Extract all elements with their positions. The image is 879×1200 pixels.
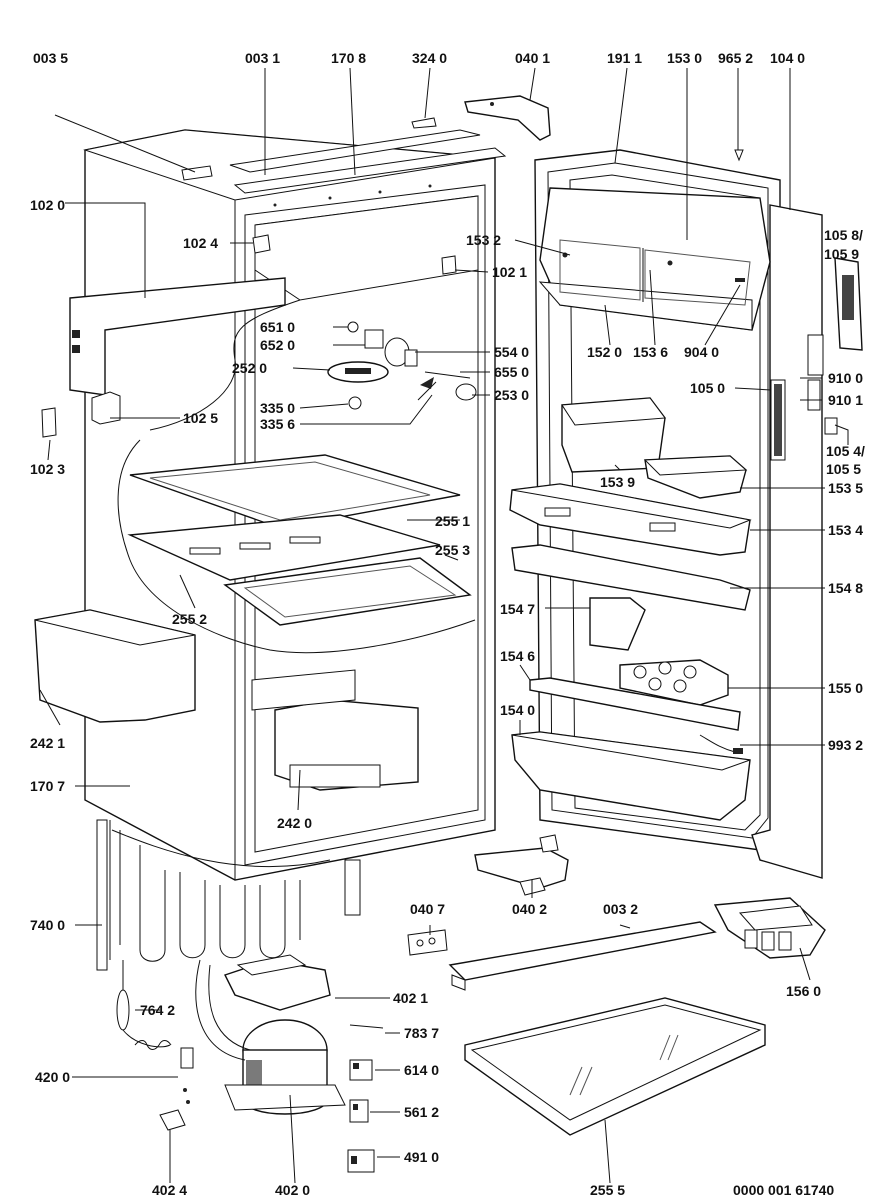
label-561-2: 561 2 <box>404 1104 439 1120</box>
label-105-8: 105 8/ <box>824 227 863 243</box>
butter-compartment <box>538 187 771 331</box>
lower-hinge <box>474 834 569 896</box>
label-910-0: 910 0 <box>828 370 863 386</box>
label-170-8: 170 8 <box>331 50 366 66</box>
label-105-4: 105 4/ <box>826 443 865 459</box>
label-253-0: 253 0 <box>494 387 529 403</box>
door-side-parts <box>807 257 863 435</box>
label-154-7: 154 7 <box>500 601 535 617</box>
label-252-0: 252 0 <box>232 360 267 376</box>
label-402-4: 402 4 <box>152 1182 187 1198</box>
crisper-drawers <box>34 609 419 791</box>
label-154-6: 154 6 <box>500 648 535 664</box>
label-105-9: 105 9 <box>824 246 859 262</box>
label-335-6: 335 6 <box>260 416 295 432</box>
label-402-0: 402 0 <box>275 1182 310 1198</box>
label-614-0: 614 0 <box>404 1062 439 1078</box>
label-105-0: 105 0 <box>690 380 725 396</box>
part-labels: 003 5 003 1 170 8 324 0 040 1 191 1 153 … <box>30 50 865 1198</box>
label-155-0: 155 0 <box>828 680 863 696</box>
label-156-0: 156 0 <box>786 983 821 999</box>
label-965-2: 965 2 <box>718 50 753 66</box>
door-bins <box>509 397 752 821</box>
label-255-1: 255 1 <box>435 513 470 529</box>
label-040-2: 040 2 <box>512 901 547 917</box>
label-255-3: 255 3 <box>435 542 470 558</box>
label-242-0: 242 0 <box>277 815 312 831</box>
label-102-5: 102 5 <box>183 410 218 426</box>
label-154-0: 154 0 <box>500 702 535 718</box>
label-104-0: 104 0 <box>770 50 805 66</box>
label-910-1: 910 1 <box>828 392 863 408</box>
label-153-2: 153 2 <box>466 232 501 248</box>
label-154-8: 154 8 <box>828 580 863 596</box>
label-003-1: 003 1 <box>245 50 280 66</box>
label-102-1: 102 1 <box>492 264 527 280</box>
label-153-0: 153 0 <box>667 50 702 66</box>
label-102-3: 102 3 <box>30 461 65 477</box>
label-153-6: 153 6 <box>633 344 668 360</box>
label-324-0: 324 0 <box>412 50 447 66</box>
label-102-4: 102 4 <box>183 235 218 251</box>
label-255-2: 255 2 <box>172 611 207 627</box>
label-420-0: 420 0 <box>35 1069 70 1085</box>
label-153-5: 153 5 <box>828 480 863 496</box>
label-783-7: 783 7 <box>404 1025 439 1041</box>
label-191-1: 191 1 <box>607 50 642 66</box>
glass-shelf-255-5 <box>464 997 766 1136</box>
label-170-7: 170 7 <box>30 778 65 794</box>
label-651-0: 651 0 <box>260 319 295 335</box>
label-993-2: 993 2 <box>828 737 863 753</box>
label-105-5: 105 5 <box>826 461 861 477</box>
top-frame-parts <box>181 95 551 194</box>
label-655-0: 655 0 <box>494 364 529 380</box>
label-003-5: 003 5 <box>33 50 68 66</box>
cabinet-small-parts <box>41 234 477 438</box>
label-740-0: 740 0 <box>30 917 65 933</box>
label-153-4: 153 4 <box>828 522 863 538</box>
label-904-0: 904 0 <box>684 344 719 360</box>
label-764-2: 764 2 <box>140 1002 175 1018</box>
label-652-0: 652 0 <box>260 337 295 353</box>
compressor-group <box>116 954 346 1131</box>
label-554-0: 554 0 <box>494 344 529 360</box>
label-040-1: 040 1 <box>515 50 550 66</box>
cooling-coils <box>96 819 361 971</box>
label-491-0: 491 0 <box>404 1149 439 1165</box>
label-255-5: 255 5 <box>590 1182 625 1198</box>
label-152-0: 152 0 <box>587 344 622 360</box>
doc-number: 0000 001 61740 <box>733 1182 834 1198</box>
label-402-1: 402 1 <box>393 990 428 1006</box>
bottom-parts <box>407 897 826 991</box>
leader-lines <box>39 67 849 1184</box>
label-040-7: 040 7 <box>410 901 445 917</box>
label-102-0: 102 0 <box>30 197 65 213</box>
electrical-parts <box>347 1024 384 1173</box>
label-003-2: 003 2 <box>603 901 638 917</box>
cabinet-shelves <box>127 454 472 626</box>
label-335-0: 335 0 <box>260 400 295 416</box>
label-242-1: 242 1 <box>30 735 65 751</box>
label-153-9: 153 9 <box>600 474 635 490</box>
